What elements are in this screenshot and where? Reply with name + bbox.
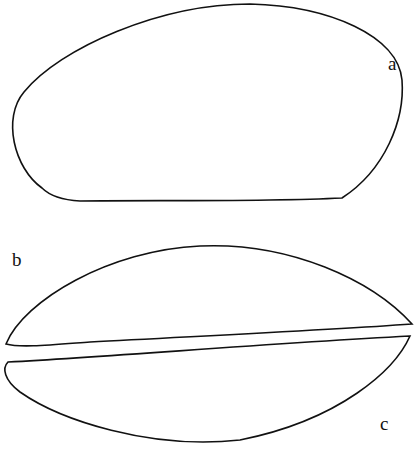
outline-c bbox=[5, 336, 410, 442]
outline-a bbox=[13, 4, 403, 201]
figure-letter: b bbox=[12, 250, 22, 269]
outline-b bbox=[6, 246, 412, 346]
figure-letter: a bbox=[388, 54, 396, 73]
figure-letter: c bbox=[380, 414, 388, 433]
